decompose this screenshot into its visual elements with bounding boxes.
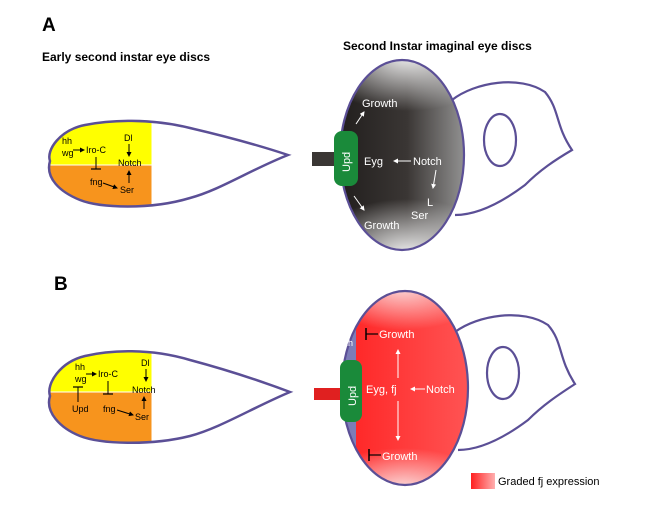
a-iro-label: Iro-C	[86, 145, 107, 155]
upd-domain-a	[334, 131, 358, 186]
a-ser-right-label: Ser	[411, 210, 428, 222]
panel-a-letter: A	[42, 15, 56, 36]
b-growth-bottom-label: Growth	[382, 451, 417, 463]
legend-label: Graded fj expression	[498, 476, 600, 488]
b-upd-label: Upd	[72, 404, 89, 414]
early-disc-a-outline	[47, 119, 292, 208]
b-upd-right-label: Upd	[347, 386, 359, 406]
optic-stalk-b	[314, 388, 344, 400]
b-ser-label: Ser	[135, 412, 149, 422]
antennal-ring-a	[482, 112, 518, 168]
a-dl-label: Dl	[124, 133, 133, 143]
b-growth-top-label: Growth	[379, 329, 414, 341]
a-wg-label: wg	[61, 148, 74, 158]
second-instar-eye-disc-b: Upd hh hh Growth Eyg, fj Notch Growth	[314, 289, 577, 487]
b-notch-label: Notch	[132, 385, 156, 395]
legend: Graded fj expression	[471, 473, 600, 489]
a-ser-label: Ser	[120, 185, 134, 195]
panel-a-left-title: Early second instar eye discs	[42, 50, 210, 64]
a-upd-label: Upd	[341, 152, 353, 172]
a-l-label: L	[427, 197, 433, 209]
antennal-outline-a	[451, 81, 574, 217]
early-eye-disc-b: hh Iro-C wg Upd Dl Notch fng Ser	[47, 349, 294, 445]
b-fng-label: fng	[103, 404, 116, 414]
panel-a-right-title: Second Instar imaginal eye discs	[343, 39, 532, 53]
upd-domain-b	[340, 360, 362, 422]
b-hh-label: hh	[75, 362, 85, 372]
a-hh-label: hh	[62, 136, 72, 146]
a-fng-label: fng	[90, 177, 103, 187]
a-eyg-label: Eyg	[364, 156, 383, 168]
early-eye-disc-a: hh wg Iro-C Dl Notch fng Ser	[47, 119, 292, 210]
a-notch-right-label: Notch	[413, 156, 442, 168]
panel-b-letter: B	[54, 274, 68, 295]
second-instar-eye-disc-a: Upd Growth Eyg Notch L Ser Growth	[312, 58, 574, 252]
antennal-outline-b	[454, 314, 577, 452]
b-eyg-fj-label: Eyg, fj	[366, 384, 397, 396]
b-hh-top-label: hh	[343, 338, 353, 348]
a-growth-bottom-label: Growth	[364, 220, 399, 232]
legend-swatch	[471, 473, 495, 489]
b-notch-right-label: Notch	[426, 384, 455, 396]
b-dl-label: Dl	[141, 358, 150, 368]
early-disc-b-outline	[47, 349, 294, 445]
b-hh-bottom-label: hh	[343, 443, 353, 453]
antennal-ring-b	[485, 345, 521, 401]
b-wg-label: wg	[74, 374, 87, 384]
a-growth-top-label: Growth	[362, 98, 397, 110]
b-iro-label: Iro-C	[98, 369, 119, 379]
a-notch-label: Notch	[118, 158, 142, 168]
